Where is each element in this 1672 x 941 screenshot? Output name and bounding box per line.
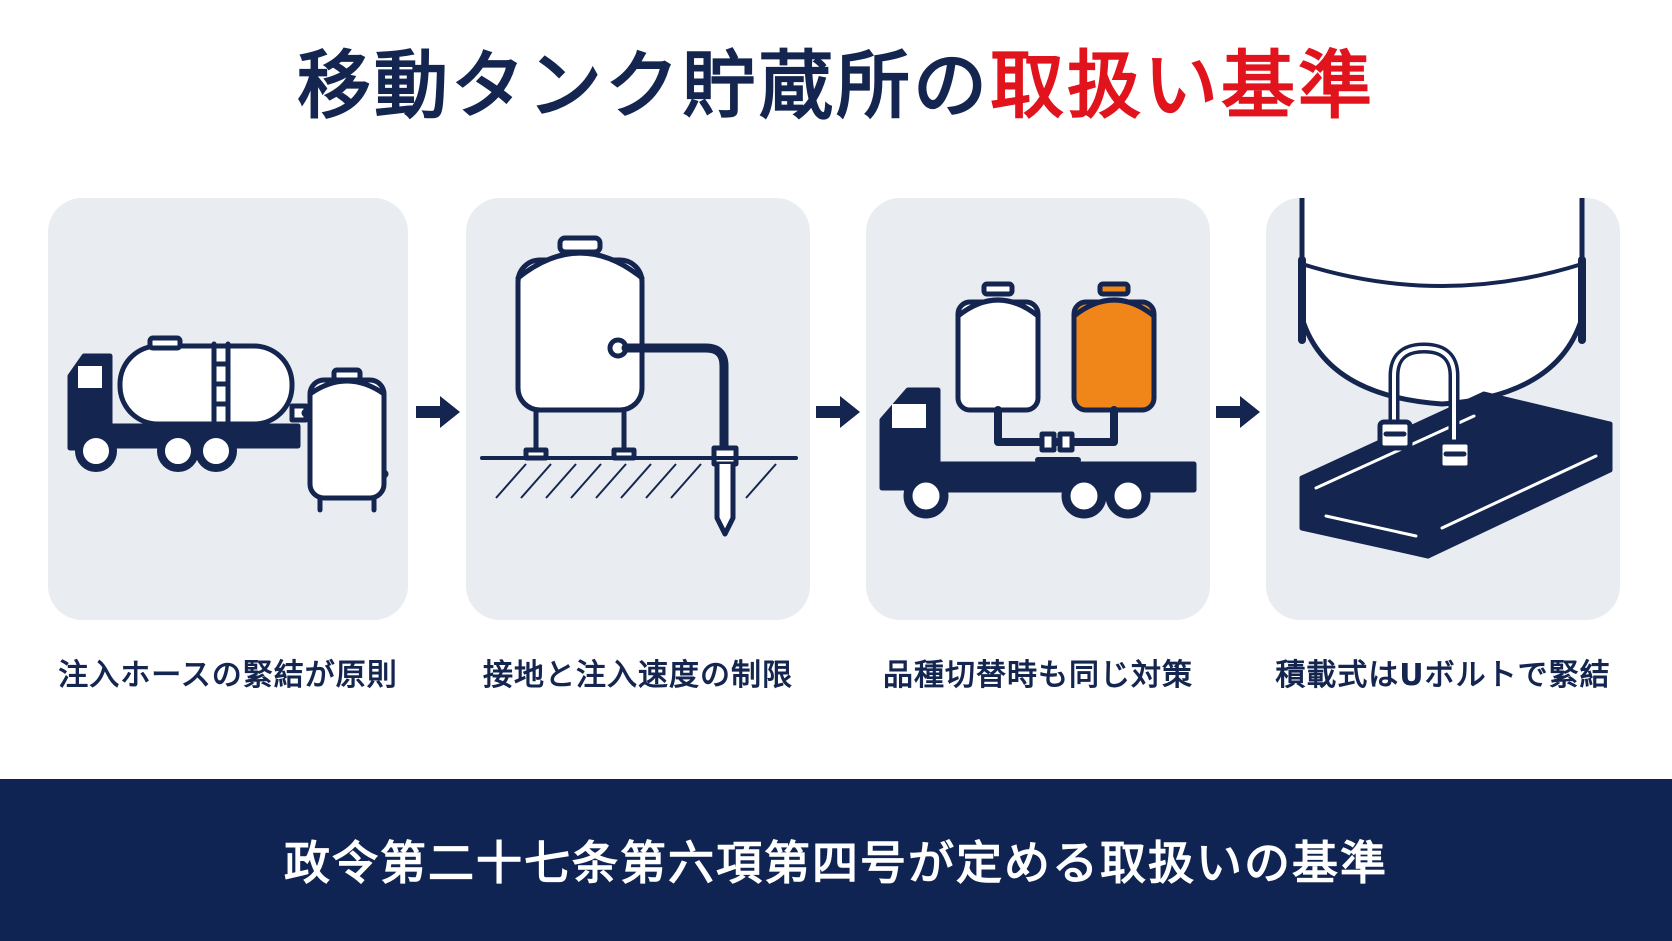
footer-text: 政令第二十七条第六項第四号が定める取扱いの基準 bbox=[284, 836, 1388, 890]
step-caption-4: 積載式はUボルトで緊結 bbox=[1275, 658, 1611, 693]
step-card-1 bbox=[48, 198, 408, 620]
page-title: 移動タンク貯蔵所の取扱い基準 bbox=[0, 42, 1672, 131]
title-accent: 取扱い基準 bbox=[990, 43, 1375, 129]
arrow-right-icon bbox=[816, 396, 860, 428]
step-caption-1: 注入ホースの緊結が原則 bbox=[58, 658, 398, 693]
step-caption-2: 接地と注入速度の制限 bbox=[483, 658, 793, 693]
grounded-tank-icon bbox=[480, 235, 798, 537]
step-card-3 bbox=[866, 198, 1210, 620]
u-bolt-beam-icon bbox=[1298, 198, 1613, 559]
step-caption-3: 品種切替時も同じ対策 bbox=[883, 658, 1193, 693]
title-main: 移動タンク貯蔵所の bbox=[297, 43, 990, 129]
truck-two-tanks-icon bbox=[879, 281, 1197, 519]
step-card-2 bbox=[466, 198, 810, 620]
arrow-right-icon bbox=[1216, 396, 1260, 428]
step-card-4 bbox=[1266, 198, 1620, 620]
arrow-right-icon bbox=[416, 396, 460, 428]
footer-banner: 政令第二十七条第六項第四号が定める取扱いの基準 bbox=[0, 779, 1672, 941]
tank-truck-hose-icon bbox=[67, 335, 389, 513]
